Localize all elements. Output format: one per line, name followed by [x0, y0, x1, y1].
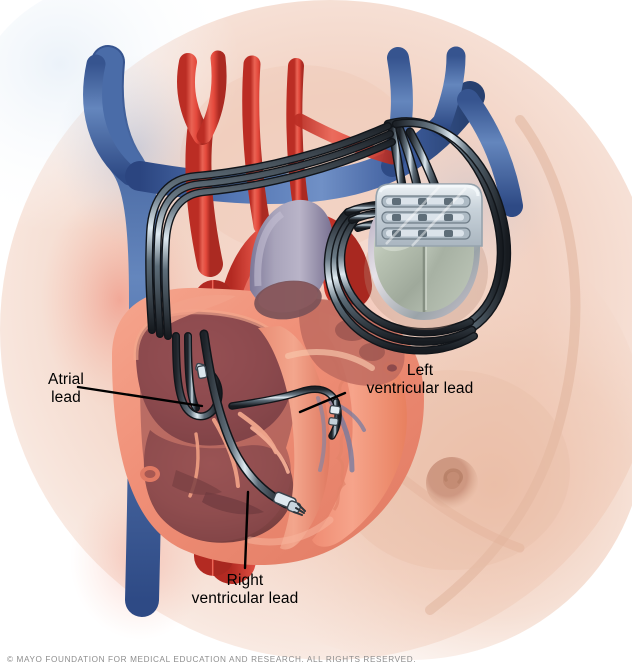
- left-common-carotid: [242, 55, 271, 235]
- pacemaker-device: [364, 183, 488, 330]
- leader-line-left-ventricular: [298, 391, 347, 414]
- leader-lines: [76, 385, 347, 570]
- coronary-ostia: [140, 361, 401, 482]
- connector-port-2: [381, 211, 471, 224]
- nipple: [426, 457, 478, 509]
- axillary-vein: [457, 89, 523, 217]
- connector-port-1: [381, 195, 471, 208]
- leader-line-right-ventricular: [243, 490, 250, 570]
- leads-in-vein: [145, 122, 396, 340]
- interventricular-septum: [258, 326, 330, 550]
- leader-line-atrial: [76, 385, 204, 408]
- copyright-notice: © MAYO FOUNDATION FOR MEDICAL EDUCATION …: [7, 655, 417, 664]
- device-connector-ports: [381, 195, 471, 240]
- rv-lead-tip: [272, 491, 306, 516]
- right-ventricular-lead: [196, 329, 306, 516]
- lead-slack-loops: [323, 117, 512, 355]
- connector-port-3: [381, 227, 471, 240]
- brachiocephalic-artery: [185, 119, 223, 277]
- label-atrial-lead: Atrial lead: [48, 371, 84, 406]
- valve-structures: [188, 411, 290, 498]
- left-subclavian-artery: [286, 58, 310, 222]
- label-left-ventricular-lead: Left ventricular lead: [366, 362, 474, 397]
- lv-electrode: [329, 404, 341, 416]
- left-ventricular-lead: [228, 385, 342, 440]
- pacemaker-leads: [145, 117, 512, 516]
- label-right-ventricular-lead: Right ventricular lead: [191, 572, 299, 607]
